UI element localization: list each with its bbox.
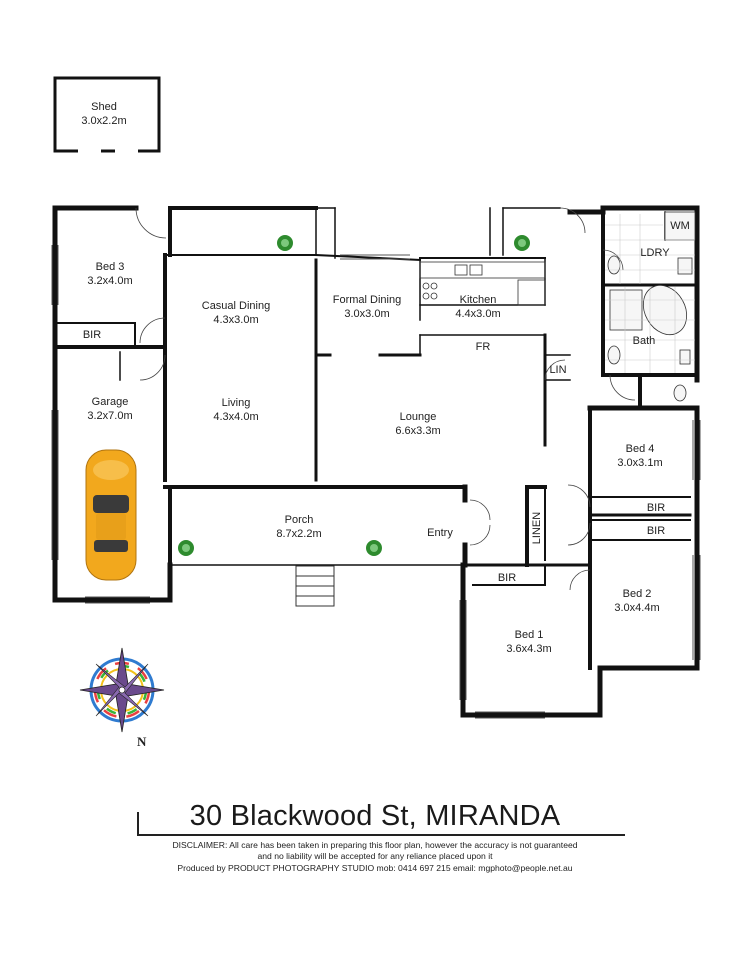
bed1-name: Bed 1 xyxy=(515,629,544,641)
plant-icon xyxy=(178,540,194,556)
laundry-tiles xyxy=(605,214,695,373)
disclaimer-line-1: DISCLAIMER: All care has been taken in p… xyxy=(172,840,578,850)
car-icon xyxy=(85,449,137,581)
lounge-name: Lounge xyxy=(400,411,437,423)
compass-north-label: N xyxy=(137,734,147,749)
plant-icon xyxy=(514,235,530,251)
formal-dining-name: Formal Dining xyxy=(333,294,401,306)
casual-dining-size: 4.3x3.0m xyxy=(213,314,258,326)
linen-label: LINEN xyxy=(531,512,543,544)
entry-label: Entry xyxy=(427,527,453,539)
bed3-name: Bed 3 xyxy=(96,261,125,273)
bed1-bir-label: BIR xyxy=(498,572,516,584)
porch-steps xyxy=(295,565,335,607)
kitchen-size: 4.4x3.0m xyxy=(455,308,500,320)
laundry-label: LDRY xyxy=(640,247,670,259)
porch-name: Porch xyxy=(285,514,314,526)
disclaimer-line-2: and no liability will be accepted for an… xyxy=(257,851,493,861)
windows xyxy=(51,245,701,719)
casual-dining-name: Casual Dining xyxy=(202,300,270,312)
kitchen-name: Kitchen xyxy=(460,294,497,306)
door-swings xyxy=(135,207,636,591)
plant-icon xyxy=(277,235,293,251)
bed1-size: 3.6x4.3m xyxy=(506,643,551,655)
bed4-name: Bed 4 xyxy=(626,443,655,455)
bed4-size: 3.0x3.1m xyxy=(617,457,662,469)
plants xyxy=(178,235,530,556)
bed3-size: 3.2x4.0m xyxy=(87,275,132,287)
room-labels: Shed 3.0x2.2m Bed 3 3.2x4.0m BIR Casual … xyxy=(81,101,689,749)
compass-rose-icon xyxy=(79,647,165,733)
bath-label: Bath xyxy=(633,335,656,347)
shed-name: Shed xyxy=(91,101,117,113)
title-rule-tick xyxy=(137,812,139,836)
garage-size: 3.2x7.0m xyxy=(87,410,132,422)
lin-label: LIN xyxy=(549,364,566,376)
porch-size: 8.7x2.2m xyxy=(276,528,321,540)
producer-credit: Produced by PRODUCT PHOTOGRAPHY STUDIO m… xyxy=(177,863,573,873)
walls xyxy=(52,76,700,718)
bathroom-fixtures xyxy=(607,211,696,402)
kitchen-fixtures xyxy=(419,261,546,306)
bed2-bir-label: BIR xyxy=(647,525,665,537)
shed-outline xyxy=(53,76,161,153)
bed3-bir-label: BIR xyxy=(83,329,101,341)
fr-label: FR xyxy=(476,341,491,353)
bed2-size: 3.0x4.4m xyxy=(614,602,659,614)
plant-icon xyxy=(366,540,382,556)
wm-label: WM xyxy=(670,220,690,232)
garage-name: Garage xyxy=(92,396,129,408)
property-address: 30 Blackwood St, MIRANDA xyxy=(189,800,561,832)
title-rule xyxy=(137,834,625,836)
living-size: 4.3x4.0m xyxy=(213,411,258,423)
lounge-size: 6.6x3.3m xyxy=(395,425,440,437)
shed-size: 3.0x2.2m xyxy=(81,115,126,127)
bed4-bir-label: BIR xyxy=(647,502,665,514)
bed2-name: Bed 2 xyxy=(623,588,652,600)
formal-dining-size: 3.0x3.0m xyxy=(344,308,389,320)
living-name: Living xyxy=(222,397,251,409)
